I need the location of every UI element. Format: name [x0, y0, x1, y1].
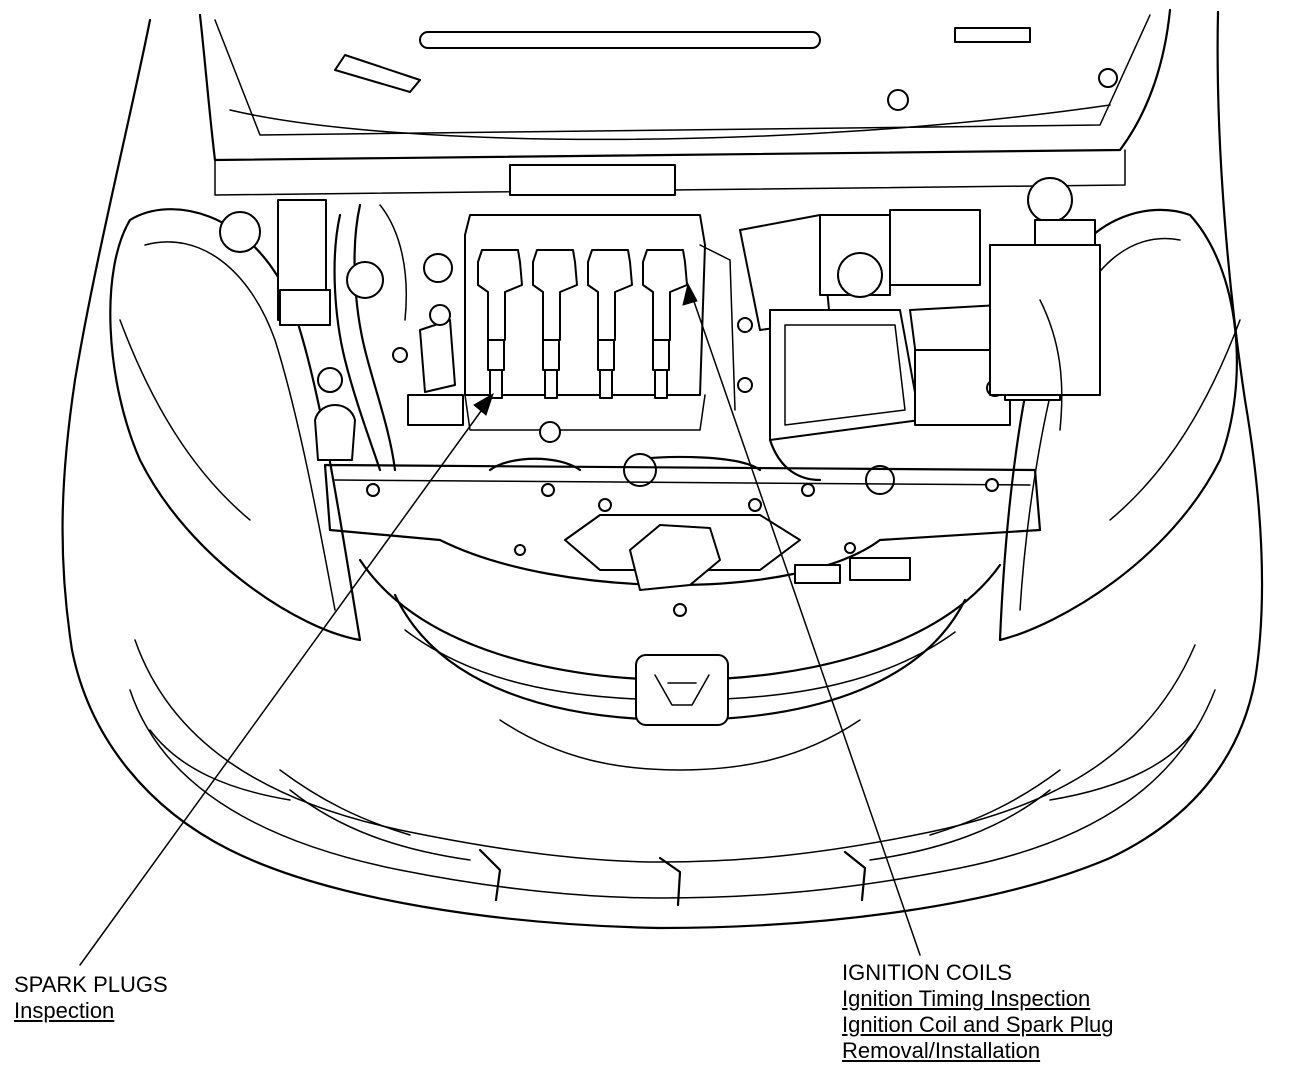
ignition-coils-leader-line: [689, 289, 921, 956]
spark-plugs-label: SPARK PLUGS: [14, 972, 168, 997]
radiator-support: [323, 463, 1042, 617]
ignition-coils-label: IGNITION COILS: [842, 960, 1012, 985]
ignition-coil-3: [587, 249, 633, 399]
ignition-coil-2: [532, 249, 578, 399]
engine-components: [219, 177, 1101, 495]
ignition-coils-callout: IGNITION COILS Ignition Timing Inspectio…: [842, 960, 1114, 1064]
spark-plugs-leader-line: [79, 399, 490, 966]
ignition-coil-spark-plug-link[interactable]: Ignition Coil and Spark Plug: [842, 1012, 1114, 1037]
hood: [198, 8, 1172, 196]
ignition-coils-arrowhead: [682, 282, 698, 306]
spark-plugs-arrowhead: [473, 392, 494, 416]
removal-installation-link[interactable]: Removal/Installation: [842, 1038, 1041, 1063]
ignition-coil-4: [642, 249, 688, 399]
ignition-timing-inspection-link[interactable]: Ignition Timing Inspection: [842, 986, 1091, 1011]
honda-emblem-icon: [635, 654, 729, 726]
spark-plugs-inspection-link[interactable]: Inspection: [14, 998, 115, 1023]
ignition-coil-1: [477, 249, 523, 399]
spark-plugs-callout: SPARK PLUGS Inspection: [14, 972, 168, 1024]
car-body: [61, 10, 1264, 930]
bumper-vents: [478, 848, 867, 907]
